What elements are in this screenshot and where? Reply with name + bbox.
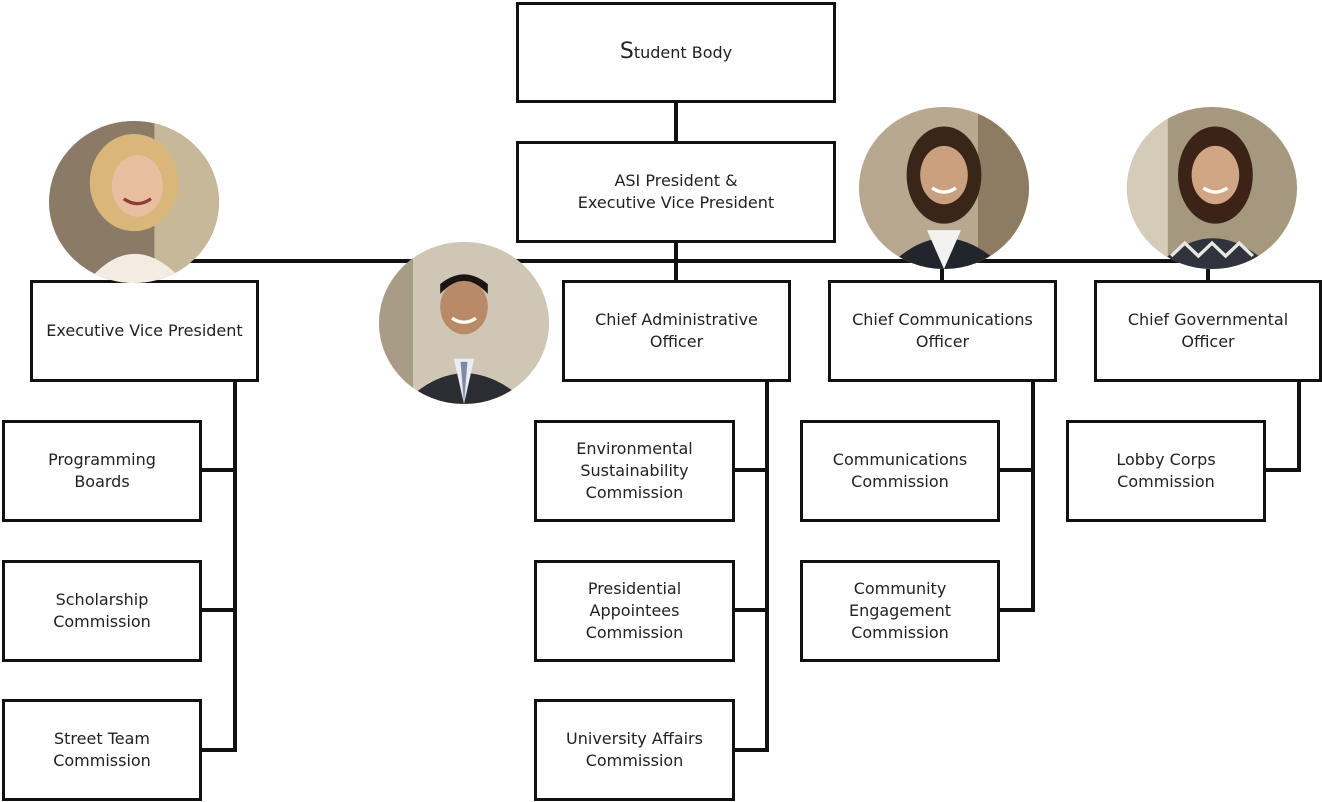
commission-box: Presidential Appointees Commission [534,560,735,662]
connector-bus-cgo [1206,259,1210,282]
cco-portrait-photo [859,107,1029,269]
commission-label: Programming Boards [48,450,156,491]
officer-label: Chief Communications Officer [852,310,1033,351]
officer-bus-line [144,259,1210,263]
cco-trunk-line [1031,380,1035,612]
commission-box: Street Team Commission [2,699,202,801]
commission-box: Environmental Sustainability Commission [534,420,735,522]
cco-branch-line [998,468,1035,472]
officer-label: Chief Administrative Officer [595,310,758,351]
officer-box-cgo: Chief Governmental Officer [1094,280,1322,382]
cao-branch-line [733,748,769,752]
commission-box: University Affairs Commission [534,699,735,801]
commission-label: Community Engagement Commission [848,579,952,642]
commission-box: Communications Commission [800,420,1000,522]
commission-label: Lobby Corps Commission [1116,450,1216,491]
cgo-portrait-photo [1127,107,1297,269]
cao-trunk-line [765,380,769,752]
connector-bus-cco [940,259,944,282]
cao-branch-line [733,468,769,472]
commission-box: Programming Boards [2,420,202,522]
commission-label: Environmental Sustainability Commission [576,439,693,502]
commission-label: University Affairs Commission [566,729,703,770]
student-body-label: Student Body [619,39,733,64]
evp-branch-line [200,468,237,472]
commission-box: Lobby Corps Commission [1066,420,1266,522]
officer-label: Executive Vice President [46,321,243,340]
cco-branch-line [998,608,1035,612]
evp-branch-line [200,608,237,612]
student-body-box: Student Body [516,2,836,103]
evp-branch-line [200,748,237,752]
asi-president-label: ASI President & Executive Vice President [577,171,775,212]
cgo-trunk-line [1297,380,1301,472]
commission-label: Scholarship Commission [53,590,151,631]
officer-box-cao: Chief Administrative Officer [562,280,791,382]
evp-portrait-photo [49,121,219,283]
officer-box-cco: Chief Communications Officer [828,280,1057,382]
commission-label: Street Team Commission [53,729,151,770]
cgo-branch-line [1264,468,1301,472]
asi-president-box: ASI President & Executive Vice President [516,141,836,243]
commission-box: Community Engagement Commission [800,560,1000,662]
commission-box: Scholarship Commission [2,560,202,662]
commission-label: Presidential Appointees Commission [585,579,684,642]
officer-label: Chief Governmental Officer [1127,310,1289,351]
president-portrait-photo [379,242,549,404]
evp-trunk-line [233,380,237,752]
commission-label: Communications Commission [832,450,968,491]
connector-top-president [674,101,678,143]
officer-box-evp: Executive Vice President [30,280,259,382]
cao-branch-line [733,608,769,612]
